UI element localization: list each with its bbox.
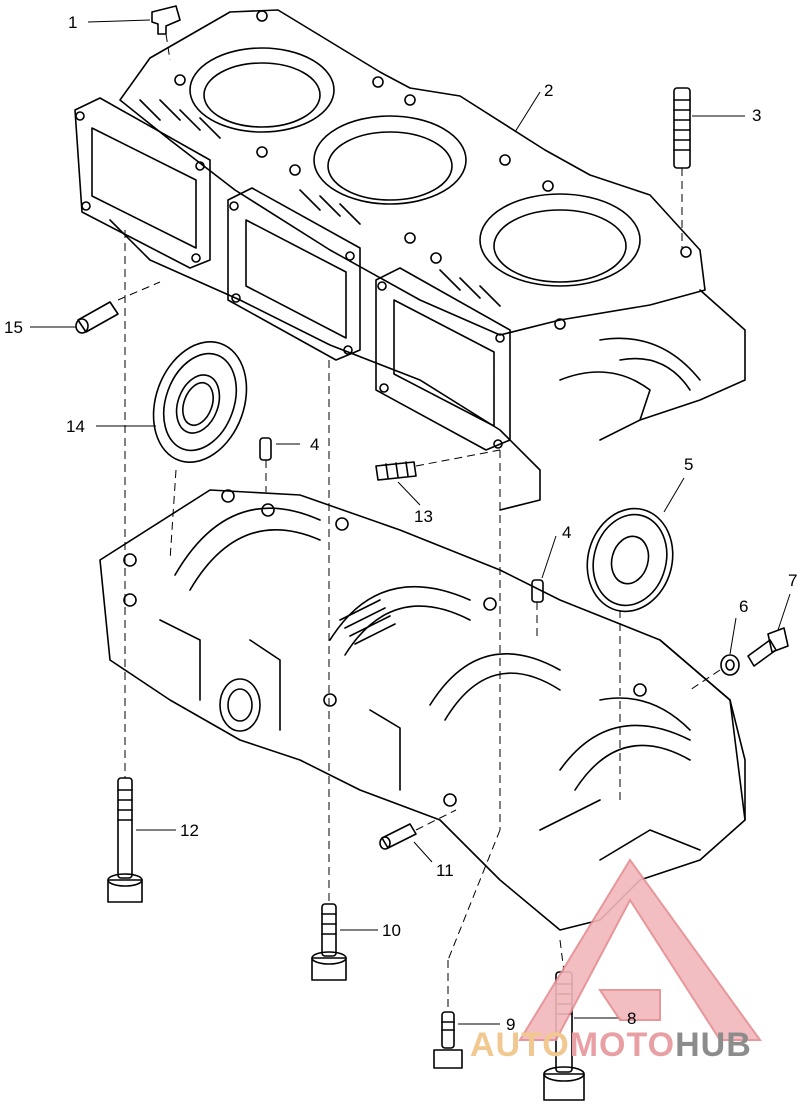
callout-13: 13 <box>414 507 433 526</box>
watermark-auto: AUTO <box>470 1026 570 1064</box>
callout-15: 15 <box>4 318 23 337</box>
callout-4b: 4 <box>562 523 572 542</box>
callout-11: 11 <box>436 861 454 880</box>
callout-2: 2 <box>544 81 554 100</box>
bolt-12 <box>107 777 143 903</box>
callout-5: 5 <box>684 455 694 474</box>
crank-seal-left <box>152 341 248 463</box>
callout-10: 10 <box>382 921 401 940</box>
crank-seal-right <box>586 507 674 613</box>
elbow-fitting <box>151 5 181 35</box>
dowel-4a <box>259 437 272 461</box>
callout-12: 12 <box>180 821 199 840</box>
stud-3 <box>673 87 691 169</box>
washer-6 <box>720 654 740 676</box>
leader-lines <box>30 19 791 1025</box>
callout-6: 6 <box>739 597 749 616</box>
watermark-text: AUTOMOTOHUB <box>470 1028 752 1064</box>
watermark-logo <box>518 858 762 1041</box>
callout-8: 8 <box>627 1009 637 1028</box>
callout-14: 14 <box>66 417 85 436</box>
watermark-moto: MOTO <box>569 1026 676 1064</box>
alignment-lines <box>117 33 721 1012</box>
callout-1: 1 <box>68 13 78 32</box>
stud-13 <box>375 461 417 481</box>
callout-3: 3 <box>752 106 762 125</box>
intake-flanges <box>74 97 511 451</box>
bolt-9 <box>433 1011 463 1069</box>
callout-4a: 4 <box>310 435 320 454</box>
watermark-hub: HUB <box>675 1026 752 1064</box>
bolt-7 <box>747 627 789 667</box>
callout-7: 7 <box>788 571 798 590</box>
dowel-11 <box>379 823 417 850</box>
fitting-15 <box>75 301 119 334</box>
upper-crankcase <box>109 9 746 511</box>
callout-9: 9 <box>506 1015 516 1034</box>
bolt-10 <box>311 903 347 981</box>
